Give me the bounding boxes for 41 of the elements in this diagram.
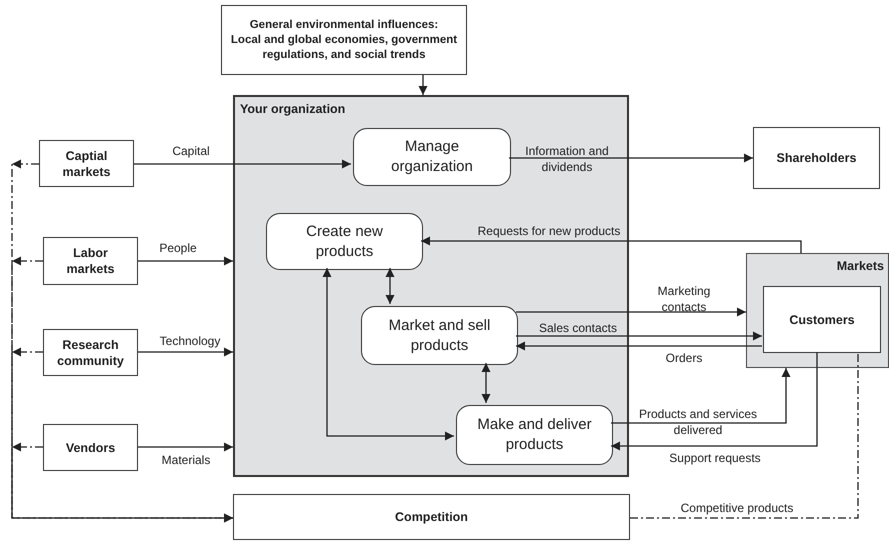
entity-box (233, 494, 630, 540)
edge-label: Marketing contacts (656, 283, 712, 315)
entity-box (753, 127, 880, 189)
process-box (361, 306, 518, 365)
edge-label: Products and services delivered (638, 406, 758, 438)
process-box (266, 213, 423, 270)
box-title: General environmental influences: (250, 18, 438, 32)
box-title: Local and global economies, government regulations, and social trends (230, 32, 458, 62)
edge-label: People (158, 240, 198, 256)
edge-label: Competitive products (680, 500, 794, 516)
edge-label: Materials (160, 452, 212, 468)
process-box (353, 128, 511, 186)
process-box (456, 405, 613, 465)
edge-label: Sales contacts (538, 320, 618, 336)
edge-label: Support requests (668, 450, 762, 466)
group-panel (233, 95, 629, 477)
group-panel (746, 253, 889, 368)
process-label: Manage organization (390, 137, 474, 177)
entity-box (43, 424, 138, 471)
entity-label: Labor markets (66, 245, 116, 277)
edge-label: Information and dividends (524, 143, 610, 175)
edge-label: Orders (664, 350, 704, 366)
group-heading: Your organization (240, 101, 346, 118)
process-label: Make and deliver products (476, 415, 593, 455)
process-label: Market and sell products (388, 316, 492, 356)
entity-label: Competition (395, 509, 468, 525)
entity-label: Vendors (66, 440, 116, 456)
entity-box (39, 140, 134, 187)
entity-label: Captial markets (62, 148, 112, 180)
entity-label: Shareholders (776, 150, 856, 166)
influence-box (221, 5, 467, 75)
edge-label: Technology (158, 333, 222, 349)
entity-box (43, 329, 138, 376)
entity-label: Customers (789, 312, 855, 328)
entity-box (763, 286, 881, 353)
entity-box (43, 237, 138, 285)
edge-label: Capital (171, 143, 211, 159)
edge-label: Requests for new products (476, 223, 622, 239)
group-heading: Markets (836, 258, 884, 275)
entity-label: Research community (56, 336, 125, 368)
process-label: Create new products (305, 222, 384, 262)
